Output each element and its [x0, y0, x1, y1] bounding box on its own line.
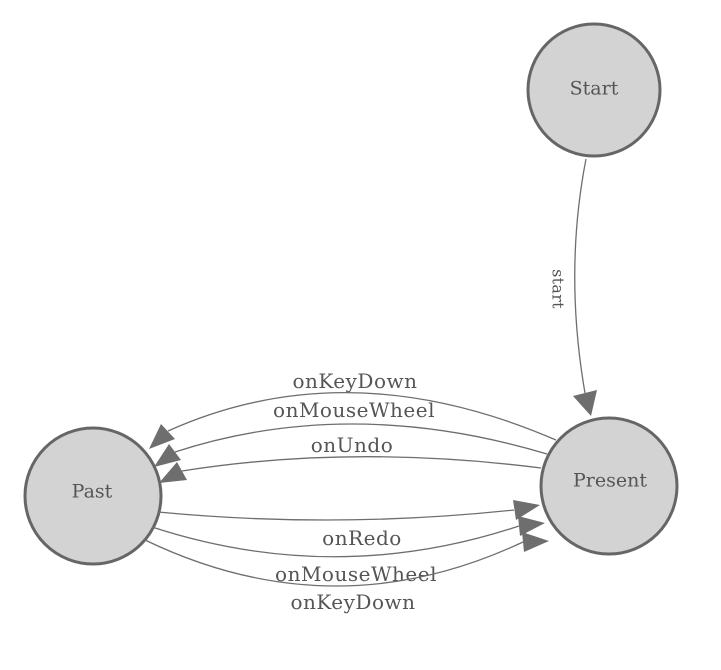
- arrowhead-icon: [573, 390, 597, 416]
- edge-line: [167, 391, 557, 441]
- arrowhead-icon: [154, 444, 181, 467]
- edge-line: [574, 158, 587, 394]
- arrowhead-icon: [159, 462, 187, 483]
- edge-label-onkeydown-bottom: onKeyDown: [290, 590, 415, 614]
- edge-past-to-present-onmousewheel: onMouseWheel: [151, 516, 545, 586]
- edge-line: [181, 456, 542, 472]
- node-past-circle[interactable]: [23, 426, 163, 566]
- edge-present-to-past-onkeydown: onKeyDown: [149, 369, 557, 449]
- node-past[interactable]: Past: [23, 426, 163, 566]
- edge-line: [144, 539, 524, 587]
- edge-present-to-past-onmousewheel: onMouseWheel: [154, 398, 548, 467]
- edge-past-to-present-onkeydown: onKeyDown: [144, 532, 549, 614]
- edge-line: [174, 423, 548, 455]
- arrowhead-icon: [513, 500, 540, 520]
- arrowhead-icon: [149, 424, 175, 449]
- node-past-label: Past: [72, 481, 113, 503]
- arrowhead-icon: [518, 516, 545, 536]
- edge-label-onmousewheel-bottom: onMouseWheel: [275, 562, 437, 586]
- edge-label-onundo: onUndo: [311, 433, 394, 457]
- node-start-circle[interactable]: [526, 22, 662, 158]
- edge-line: [151, 525, 520, 558]
- edge-label-onredo: onRedo: [322, 526, 402, 550]
- edge-label-start: start: [548, 269, 567, 309]
- node-present-label: Present: [573, 470, 647, 492]
- node-start-label: Start: [570, 78, 619, 100]
- edge-line: [157, 509, 515, 521]
- node-start[interactable]: Start: [526, 22, 662, 158]
- edge-present-to-past-onundo: onUndo: [159, 433, 542, 483]
- edge-start-to-present: start: [548, 158, 597, 416]
- edge-label-onkeydown-top: onKeyDown: [292, 369, 417, 393]
- edge-past-to-present-onredo: onRedo: [157, 500, 540, 550]
- arrowhead-icon: [522, 532, 549, 552]
- node-present-circle[interactable]: [539, 416, 679, 556]
- node-present[interactable]: Present: [539, 416, 679, 556]
- edge-label-onmousewheel-top: onMouseWheel: [273, 398, 435, 422]
